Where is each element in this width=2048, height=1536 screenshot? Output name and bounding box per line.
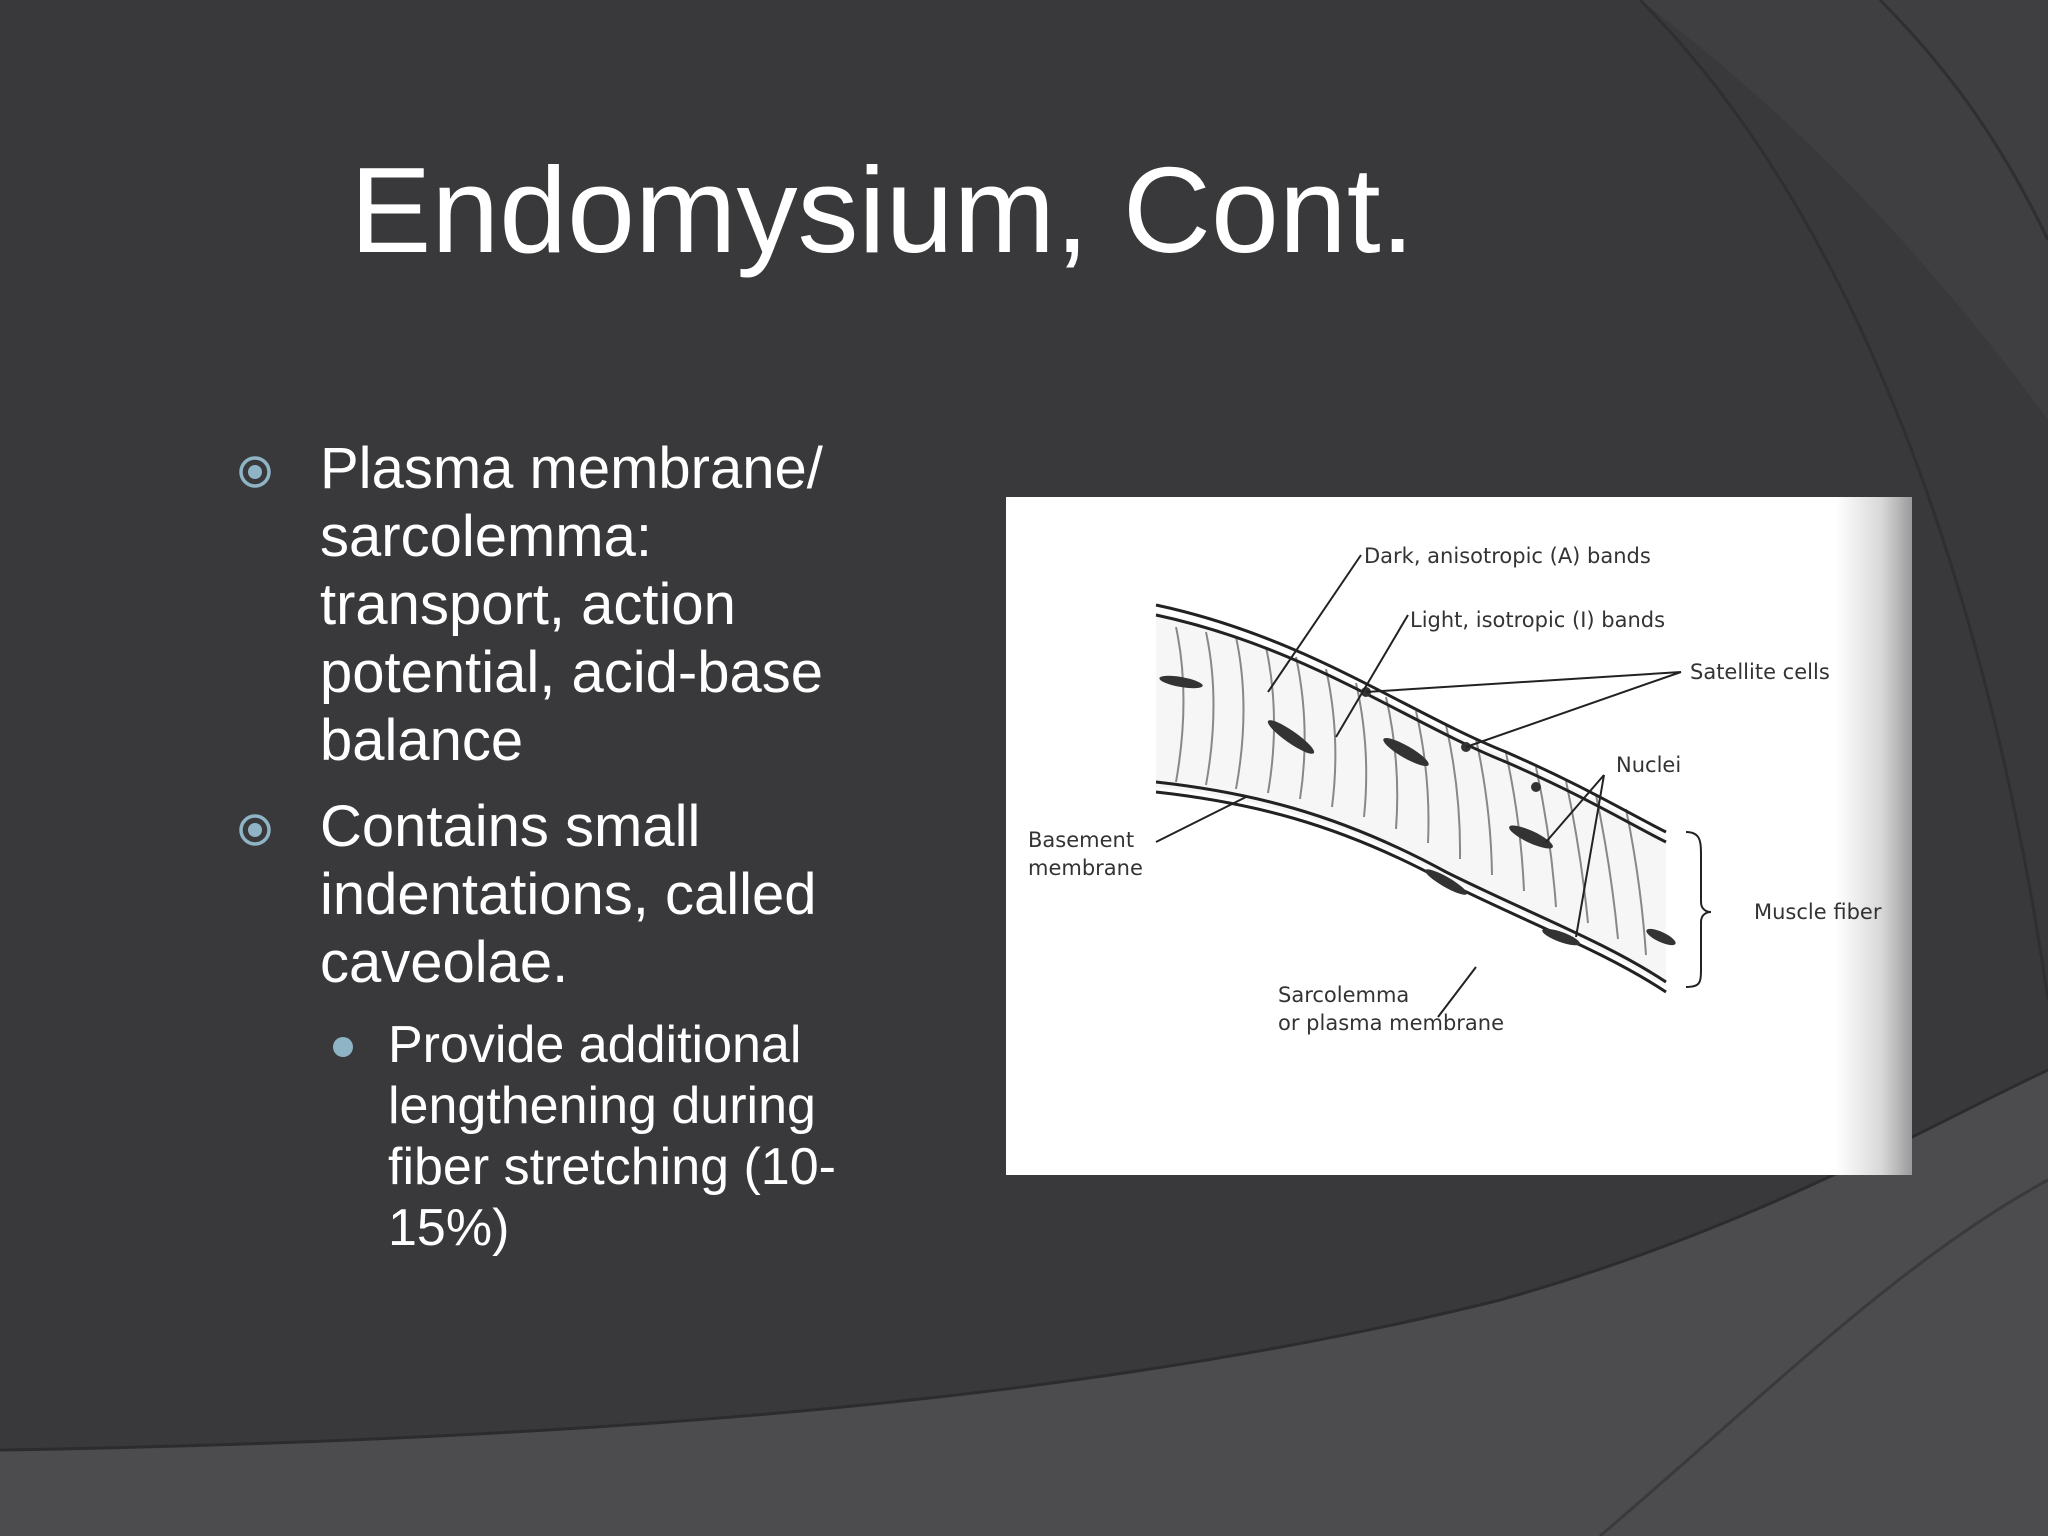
- label-basement-membrane-1: Basement: [1028, 828, 1134, 852]
- label-basement-membrane-2: membrane: [1028, 856, 1143, 880]
- slide-title: Endomysium, Cont.: [350, 142, 1415, 278]
- bullet-text: Contains small indentations, called cave…: [320, 794, 817, 995]
- label-satellite-cells: Satellite cells: [1690, 660, 1830, 684]
- muscle-fiber-diagram: Dark, anisotropic (A) bands Light, isotr…: [1006, 497, 1912, 1175]
- label-nuclei: Nuclei: [1616, 753, 1681, 777]
- sub-bullet-item: Provide additional lengthening during fi…: [230, 1015, 910, 1259]
- sub-bullet-text: Provide additional lengthening during fi…: [388, 1016, 836, 1257]
- dot-bullet-icon: [333, 1037, 353, 1057]
- label-sarcolemma-2: or plasma membrane: [1278, 1011, 1504, 1035]
- circle-bullet-icon: [239, 456, 271, 488]
- label-sarcolemma-1: Sarcolemma: [1278, 983, 1409, 1007]
- bullet-item: Plasma membrane/ sarcolemma: transport, …: [230, 435, 910, 775]
- label-light-bands: Light, isotropic (I) bands: [1410, 608, 1665, 632]
- scan-edge-shadow: [1836, 497, 1912, 1175]
- bullet-list: Plasma membrane/ sarcolemma: transport, …: [230, 435, 910, 1259]
- bullet-item: Contains small indentations, called cave…: [230, 793, 910, 997]
- label-dark-bands: Dark, anisotropic (A) bands: [1364, 544, 1651, 568]
- membrane-lines: [1155, 603, 1667, 994]
- striations: [1175, 626, 1647, 956]
- fiber-body: [1156, 612, 1666, 987]
- label-muscle-fiber: Muscle fiber: [1754, 900, 1882, 924]
- bullet-text: Plasma membrane/ sarcolemma: transport, …: [320, 436, 823, 773]
- leader-lines: [1155, 554, 1712, 1018]
- circle-bullet-icon: [239, 814, 271, 846]
